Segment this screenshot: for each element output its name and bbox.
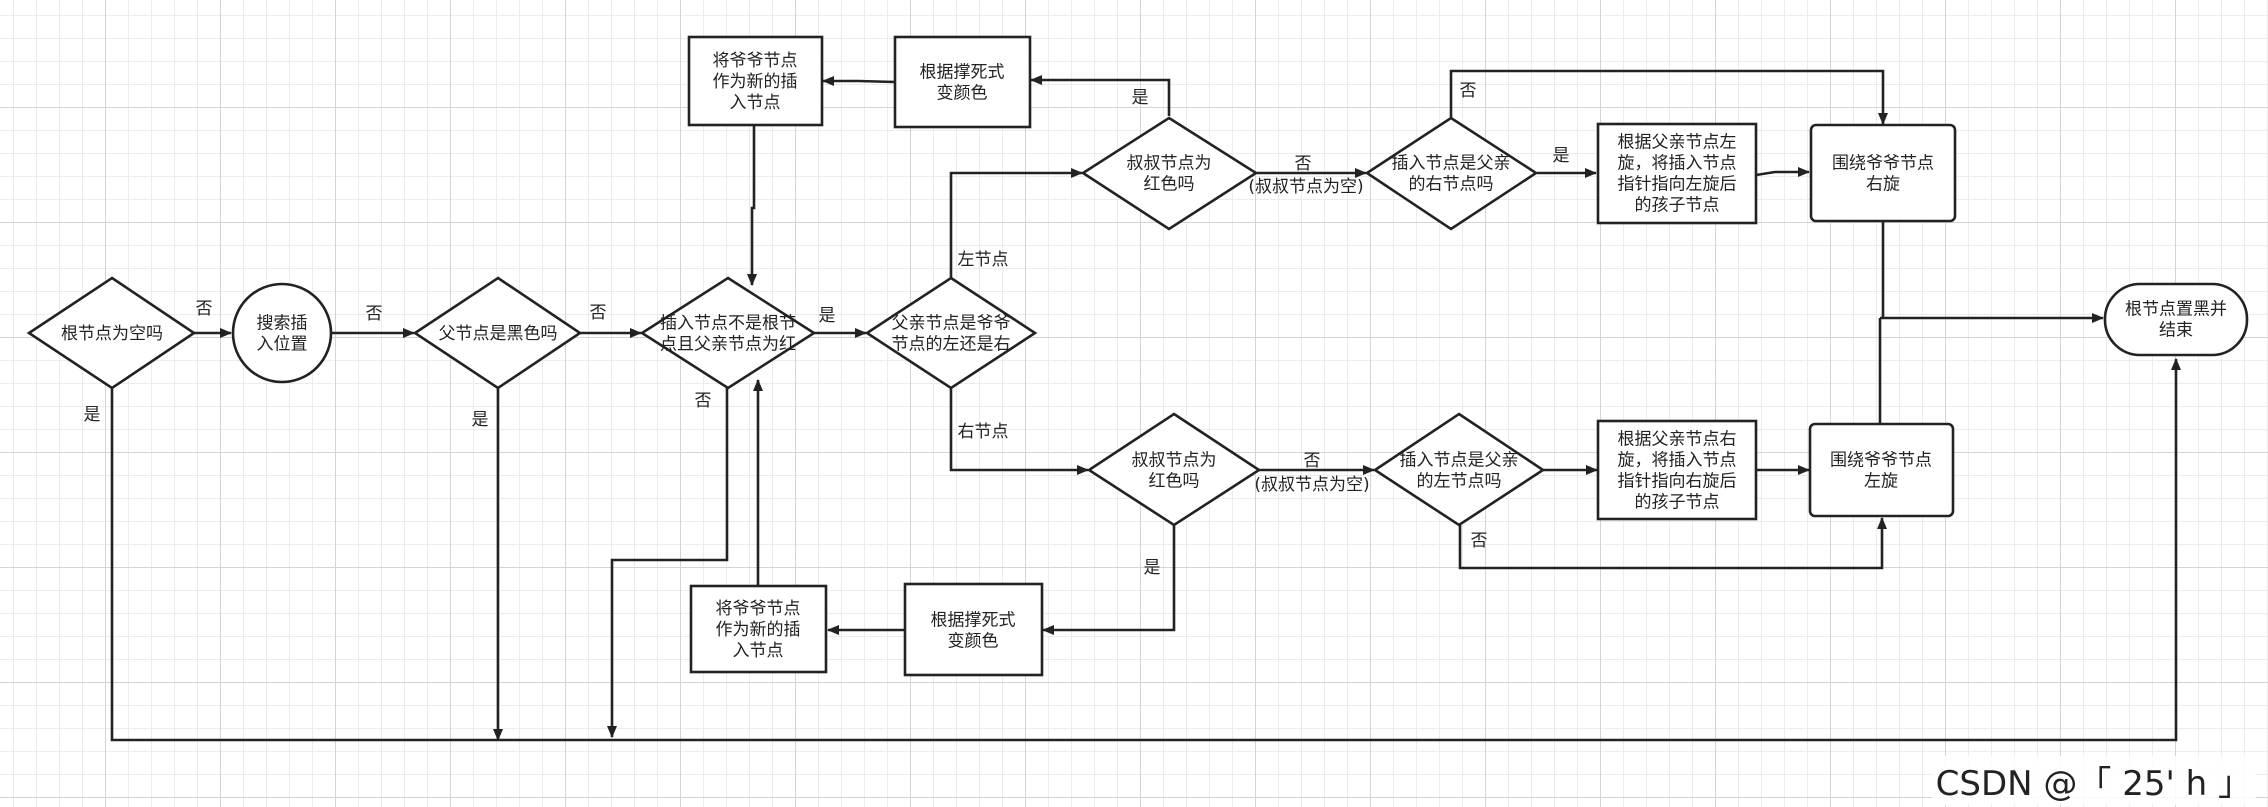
edge-uncle-bottom-to-recolor-bottom [1042, 525, 1176, 635]
edge-label: 否 [1471, 531, 1488, 551]
edge-is-right-to-rotate-grandpa-right [1449, 69, 1888, 125]
edge-label: 是 [819, 306, 836, 326]
node-label: 父节点是黑色吗 [439, 324, 558, 344]
node-label: 将爷爷节点作为新的插入节点 [713, 51, 798, 113]
edge-label: 否 [1295, 154, 1312, 174]
edge-label: 左节点 [958, 250, 1009, 270]
edge-label: 是 [472, 410, 489, 430]
edge-label: (叔叔节点为空) [1254, 475, 1369, 495]
node-label: 根据撑死式变颜色 [920, 63, 1005, 104]
process-search-position: 搜索插入位置 [231, 282, 333, 384]
decision-left-or-right: 父亲节点是爷爷节点的左还是右 [864, 276, 1038, 390]
edge-label: 是 [84, 405, 101, 425]
edge-label: 右节点 [958, 422, 1009, 442]
node-label: 叔叔节点为红色吗 [1132, 451, 1217, 492]
edge-rotate-left-parent-to-grandpa [1755, 167, 1810, 177]
node-label: 围绕爷爷节点右旋 [1832, 154, 1934, 195]
process-grandpa-new-top: 将爷爷节点作为新的插入节点 [687, 35, 824, 127]
edge-label: 否 [196, 299, 213, 319]
edge-label: 是 [1132, 88, 1149, 108]
decision-is-left-child: 插入节点是父亲的左节点吗 [1372, 412, 1546, 527]
node-label: 搜索插入位置 [257, 314, 308, 355]
node-label: 父亲节点是爷爷节点的左还是右 [892, 314, 1011, 355]
edge-grandpa-top-to-not-root-red [747, 125, 757, 286]
edge-label: 否 [1460, 81, 1477, 101]
edge-uncle-top-to-recolor-top [1030, 75, 1171, 116]
edge-label: 否 [695, 391, 712, 411]
edge-label: (叔叔节点为空) [1248, 177, 1363, 197]
edge-is-left-to-rotate-grandpa-left [1458, 517, 1887, 570]
decision-root-empty: 根节点为空吗 [26, 276, 197, 390]
node-label: 根节点为空吗 [61, 324, 163, 344]
process-rotate-right-parent: 根据父亲节点右旋，将插入节点指针指向右旋后的孩子节点 [1596, 419, 1758, 521]
process-recolor-top: 根据撑死式变颜色 [893, 35, 1032, 129]
node-label: 插入节点不是根节点且父亲节点为红 [660, 314, 796, 355]
edge-label: 否 [366, 304, 383, 324]
terminal-root-black-end: 根节点置黑并结束 [2103, 282, 2249, 357]
node-label: 插入节点是父亲的右节点吗 [1392, 154, 1511, 195]
edge-recolor-top-to-grandpa-top [822, 76, 896, 86]
decision-uncle-red-top: 叔叔节点为红色吗 [1080, 116, 1259, 231]
edge-label: 否 [590, 303, 607, 323]
node-label: 将爷爷节点作为新的插入节点 [716, 599, 801, 661]
node-label: 叔叔节点为红色吗 [1127, 154, 1212, 195]
watermark: CSDN @「 25' h 」 [1931, 756, 2256, 805]
node-label: 根据父亲节点左旋，将插入节点指针指向左旋后的孩子节点 [1618, 133, 1737, 216]
node-label: 围绕爷爷节点左旋 [1830, 451, 1932, 492]
edge-label: 否 [1304, 451, 1321, 471]
decision-is-right-child: 插入节点是父亲的右节点吗 [1364, 116, 1539, 231]
edge-not-root-red-no-to-end [607, 388, 729, 738]
edge-label: 是 [1553, 146, 1570, 166]
process-rotate-right-grandpa: 围绕爷爷节点右旋 [1809, 123, 1957, 223]
node-label: 根据撑死式变颜色 [931, 611, 1016, 652]
edge-left-right-to-uncle-bottom [949, 388, 1089, 475]
decision-parent-black: 父节点是黑色吗 [412, 276, 583, 390]
process-rotate-left-parent: 根据父亲节点左旋，将插入节点指针指向左旋后的孩子节点 [1596, 122, 1758, 225]
process-rotate-left-grandpa: 围绕爷爷节点左旋 [1808, 422, 1955, 518]
node-label: 根据父亲节点右旋，将插入节点指针指向右旋后的孩子节点 [1618, 430, 1737, 513]
node-label: 根节点置黑并结束 [2125, 300, 2227, 341]
decision-uncle-red-bottom: 叔叔节点为红色吗 [1086, 412, 1262, 527]
edge-root-yes-to-end [110, 358, 2181, 742]
decision-not-root-red: 插入节点不是根节点且父亲节点为红 [639, 276, 817, 390]
process-grandpa-new-bottom: 将爷爷节点作为新的插入节点 [689, 584, 828, 674]
node-label: 插入节点是父亲的左节点吗 [1400, 451, 1519, 492]
edge-left-right-to-uncle-top [949, 168, 1083, 278]
process-recolor-bottom: 根据撑死式变颜色 [903, 582, 1044, 677]
edge-label: 是 [1144, 558, 1161, 578]
